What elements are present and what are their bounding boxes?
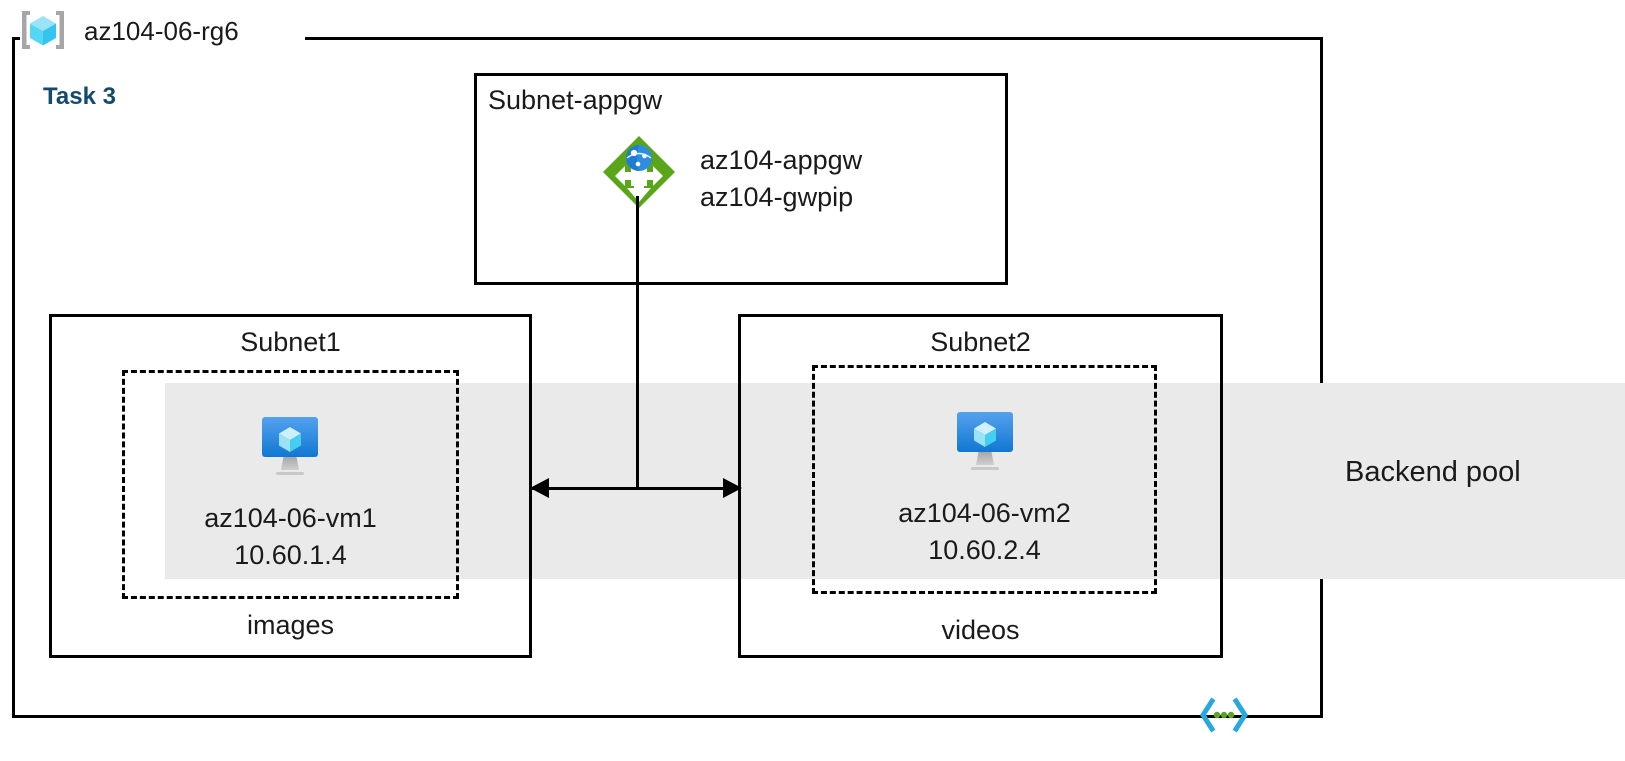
resource-group-container [12, 37, 1323, 718]
subnet1-tier-label: images [246, 610, 335, 640]
appgw-horizontal-connector [531, 487, 741, 490]
subnet2-vm-ip: 10.60.2.4 [928, 535, 1041, 565]
subnet2-tier-label: videos [941, 615, 1020, 645]
subnet1-title: Subnet1 [240, 327, 341, 357]
appgw-resource-labels: az104-appgw az104-gwpip [700, 142, 862, 216]
virtual-machine-icon [949, 403, 1021, 475]
resource-group-label-gap [20, 20, 305, 56]
appgw-resource-name: az104-appgw [700, 145, 863, 175]
subnet2-vm-name: az104-06-vm2 [898, 498, 1071, 528]
backend-pool-band [165, 383, 1625, 579]
application-gateway-icon [601, 134, 677, 210]
subnet-appgw-title: Subnet-appgw [488, 85, 663, 115]
appgw-vertical-connector [636, 196, 639, 490]
subnet1-vm-name: az104-06-vm1 [204, 503, 377, 533]
subnet2-vm-labels: az104-06-vm2 10.60.2.4 [812, 495, 1157, 569]
subnet2-title: Subnet2 [930, 327, 1031, 357]
subnet1-vm-group-box [122, 370, 459, 599]
connector-arrow-right-icon [723, 478, 742, 498]
virtual-machine-icon [254, 408, 326, 480]
connector-arrow-left-icon [530, 478, 549, 498]
arm-template-code-icon [1196, 697, 1252, 733]
subnet-appgw-box [474, 73, 1008, 285]
resource-group-name-label: az104-06-rg6 [84, 16, 239, 46]
subnet1-vm-ip: 10.60.1.4 [234, 540, 347, 570]
subnet1-vm-labels: az104-06-vm1 10.60.1.4 [122, 500, 459, 574]
task-label: Task 3 [43, 83, 116, 110]
appgw-public-ip-name: az104-gwpip [700, 182, 854, 212]
backend-pool-label: Backend pool [1345, 456, 1521, 488]
resource-group-cube-icon [18, 8, 68, 52]
subnet2-vm-group-box [812, 365, 1157, 594]
